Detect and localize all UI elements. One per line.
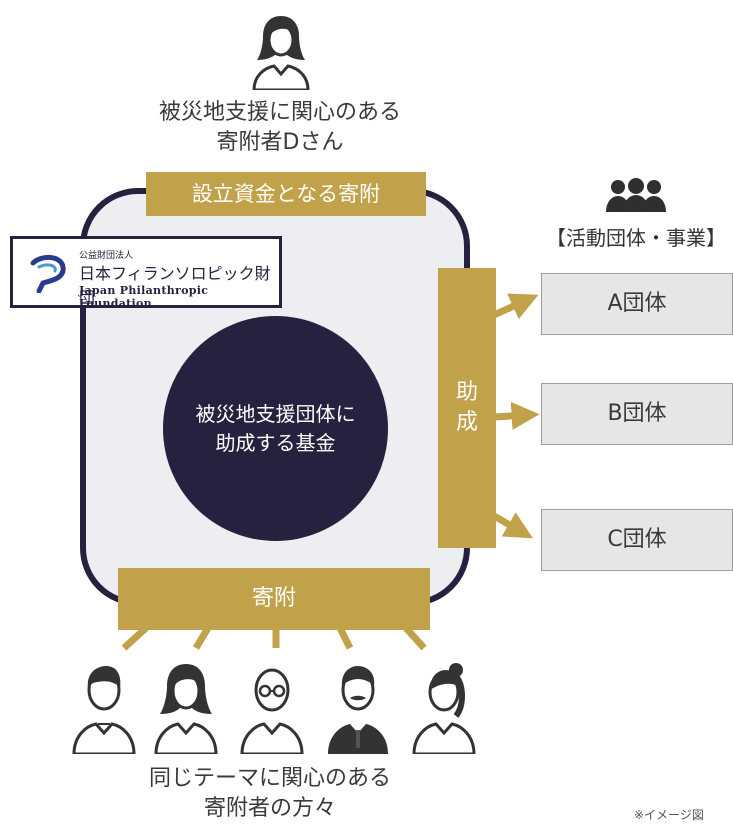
donor-line-1 (121, 625, 149, 651)
grant-arrow-b (493, 401, 540, 430)
fund-label-line1: 被災地支援団体に (195, 401, 356, 426)
foundation-logo-icon (30, 255, 66, 293)
donor-line-2 (192, 626, 212, 650)
top-donor-caption: 被災地支援に関心のある 寄附者Dさん (80, 98, 480, 158)
elderly-man-glasses-icon (240, 668, 304, 754)
bottom-donors-caption-line1: 同じテーマに関心のある (148, 766, 391, 791)
fund-circle: 被災地支援団体に 助成する基金 (163, 316, 388, 541)
grant-label: 助成 (455, 380, 478, 435)
org-box-b: B団体 (541, 383, 733, 445)
image-note: ※イメージ図 (634, 808, 704, 822)
bottom-donors-caption-line2: 寄附者の方々 (203, 796, 336, 821)
top-donor-caption-line2: 寄附者Dさん (216, 130, 344, 155)
donor-line-4 (336, 626, 354, 650)
ponytail-woman-avatar-icon (412, 663, 476, 754)
man-avatar-icon (72, 666, 136, 754)
donation-banner: 寄附 (118, 568, 430, 630)
fund-label-line2: 助成する基金 (215, 430, 336, 455)
top-donor-caption-line1: 被災地支援に関心のある (158, 100, 401, 125)
grant-arrow-c (492, 512, 533, 539)
bottom-donors-caption: 同じテーマに関心のある 寄附者の方々 (60, 764, 480, 824)
org-box-c: C団体 (541, 509, 733, 571)
logo-small-text: 公益財団法人 (79, 251, 134, 261)
org-box-a: A団体 (541, 273, 733, 335)
woman-avatar-icon (154, 664, 218, 754)
mustache-man-avatar-icon (328, 666, 388, 754)
logo-name-en: Japan Philanthropic Foundation (79, 284, 209, 310)
fund-label: 被災地支援団体に 助成する基金 (176, 400, 376, 458)
woman-avatar-icon (252, 16, 310, 90)
grant-arrow-a (492, 293, 539, 320)
founding-donation-banner: 設立資金となる寄附 (146, 172, 426, 216)
foundation-logo: 公益財団法人 日本フィランソロピック財団 Japan Philanthropic… (10, 236, 282, 310)
groups-heading: 【活動団体・事業】 (546, 226, 726, 250)
grant-column: 助成 (438, 268, 496, 548)
people-group-icon (606, 178, 666, 212)
logo-name-jp: 日本フィランソロピック財団 (79, 264, 271, 307)
donor-line-5 (403, 625, 427, 651)
